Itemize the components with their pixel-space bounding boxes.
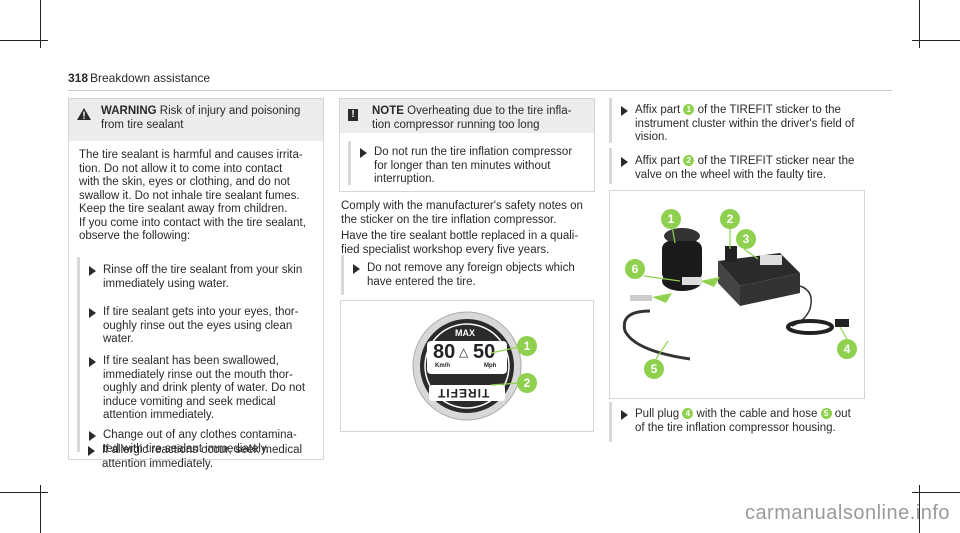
callout-4: 4 (837, 339, 857, 359)
warning-paragraph-1: The tire sealant is harmful and causes i… (79, 149, 303, 215)
arrow-icon (89, 357, 96, 367)
note-headline: Overheating due to the tire infla- (407, 105, 572, 117)
compressor-figure: 1 2 3 6 5 4 (609, 190, 865, 399)
step-affix-part-2: Affix part 2 of the TIREFIT sticker near… (609, 155, 854, 182)
note-icon: ! (348, 109, 358, 121)
header-rule (68, 90, 892, 91)
arrow-icon (89, 266, 96, 276)
crop-mark (0, 492, 48, 493)
bullet-bar (609, 98, 612, 143)
warning-bullet: If tire sealant gets into your eyes, tho… (77, 306, 299, 347)
part-1-badge: 1 (683, 104, 695, 116)
callout-2: 2 (517, 373, 537, 393)
crop-mark (40, 485, 41, 533)
arrow-icon (621, 157, 628, 167)
crop-mark (40, 0, 41, 48)
crop-mark (919, 485, 920, 533)
callout-5: 5 (644, 359, 664, 379)
bullet-bar (348, 141, 351, 185)
arrow-icon (89, 308, 96, 318)
warning-bullet: If allergic reactions occur, seek medica… (76, 444, 302, 471)
crop-mark (912, 40, 960, 41)
callout-6: 6 (625, 259, 645, 279)
note-headline-2: tion compressor running too long (372, 118, 540, 131)
warning-triangle-icon (77, 108, 91, 120)
sticker-figure: MAX 80 △ 50 Km/h Mph TIREFIT 1 2 (340, 300, 594, 432)
bullet-bar (609, 402, 612, 442)
watermark: carmanualsonline.info (744, 502, 950, 524)
callout-1: 1 (517, 336, 537, 356)
warning-small-icon: △ (459, 345, 469, 359)
arrow-icon (353, 264, 360, 274)
section-title: Breakdown assistance (90, 71, 211, 85)
warning-headline-2: from tire sealant (101, 118, 184, 131)
crop-mark (919, 0, 920, 48)
warning-box: WARNING Risk of injury and poisoning fro… (68, 98, 324, 460)
note-header: ! NOTE Overheating due to the tire infla… (340, 99, 594, 133)
step-pull-plug: Pull plug 4 with the cable and hose 5 ou… (609, 408, 851, 435)
callout-2: 2 (720, 209, 740, 229)
warning-bullet: Change out of any clothes contamina-ted … (77, 429, 297, 456)
arrow-icon (621, 410, 628, 420)
callout-3: 3 (736, 229, 756, 249)
tirefit-sticker-illustration (412, 311, 522, 421)
note-bullet: Do not run the tire inflation compressor… (348, 146, 572, 187)
part-5-badge: 5 (820, 408, 832, 420)
compressor-illustration (622, 225, 849, 361)
step-affix-part-1: Affix part 1 of the TIREFIT sticker to t… (609, 104, 855, 145)
part-4-badge: 4 (682, 408, 694, 420)
crop-mark (0, 40, 48, 41)
sticker-speed-mph: 50 (473, 341, 496, 363)
warning-bullet: Rinse off the tire sealant from your ski… (77, 264, 302, 291)
note-box: ! NOTE Overheating due to the tire infla… (339, 98, 595, 192)
warning-headline: Risk of injury and poisoning (159, 105, 301, 117)
warning-header: WARNING Risk of injury and poisoning fro… (69, 99, 323, 141)
bullet-bar (341, 255, 344, 295)
crop-mark (912, 492, 960, 493)
sticker-speed-kmh: 80 (433, 341, 456, 363)
sticker-unit-kmh: Km/h (435, 363, 450, 369)
part-2-badge: 2 (683, 155, 695, 167)
arrow-icon (89, 431, 96, 441)
callout-1: 1 (661, 209, 681, 229)
sticker-max: MAX (455, 328, 475, 338)
arrow-icon (621, 106, 628, 116)
page-number: 318 (68, 71, 89, 85)
note-label: NOTE (372, 105, 404, 117)
bullet-bar (77, 257, 80, 452)
safety-notes-paragraph: Comply with the manufacturer's safety no… (341, 200, 583, 226)
arrow-icon (360, 148, 367, 158)
sticker-unit-mph: Mph (484, 363, 497, 369)
warning-paragraph-2: If you come into contact with the tire s… (79, 216, 306, 243)
arrow-icon (88, 446, 95, 456)
warning-bullet: If tire sealant has been swallowed,immed… (77, 355, 305, 423)
warning-label: WARNING (101, 105, 157, 117)
bullet-bar (609, 148, 612, 184)
replace-paragraph: Have the tire sealant bottle replaced in… (341, 230, 579, 256)
